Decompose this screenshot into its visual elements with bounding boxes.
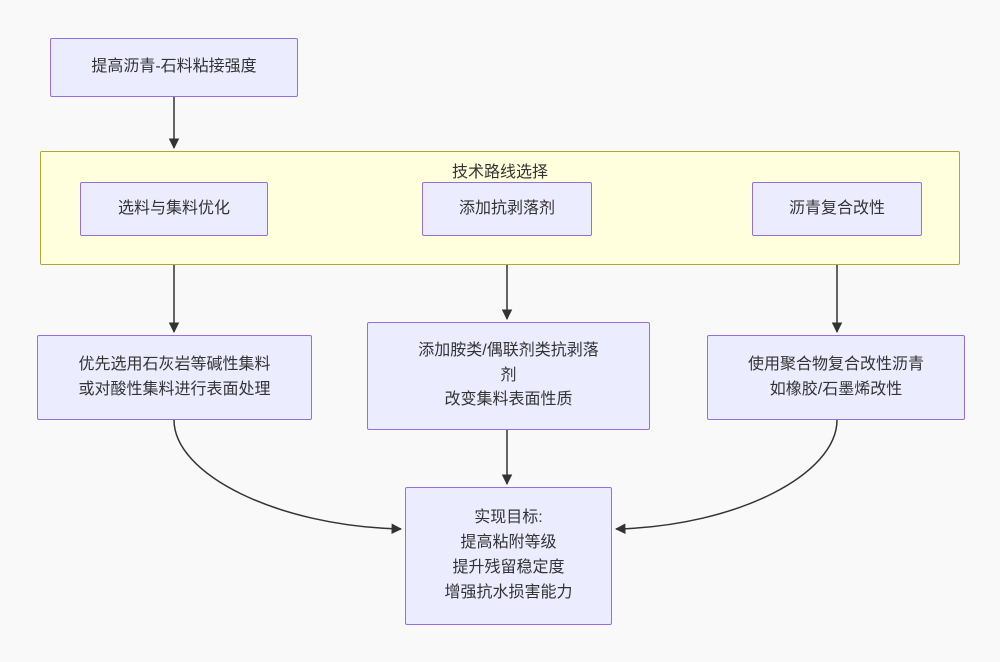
edge-detail3-to-goal <box>614 419 838 535</box>
node-detail-polymer: 使用聚合物复合改性沥青 如橡胶/石墨烯改性 <box>707 335 965 420</box>
node-option-antistripping-agent: 添加抗剥落剂 <box>422 182 592 236</box>
edge-detail1-to-goal <box>173 419 403 535</box>
node-detail-aggregate: 优先选用石灰岩等碱性集料 或对酸性集料进行表面处理 <box>37 335 312 420</box>
cluster-title: 技术路线选择 <box>451 164 548 181</box>
node-root: 提高沥青-石料粘接强度 <box>50 38 298 97</box>
node-goal: 实现目标: 提高粘附等级 提升残留稳定度 增强抗水损害能力 <box>405 487 612 625</box>
node-option-composite-modification: 沥青复合改性 <box>752 182 922 236</box>
node-detail-agent: 添加胺类/偶联剂类抗剥落 剂 改变集料表面性质 <box>367 322 650 430</box>
node-option-aggregate-optimization: 选料与集料优化 <box>80 182 268 236</box>
